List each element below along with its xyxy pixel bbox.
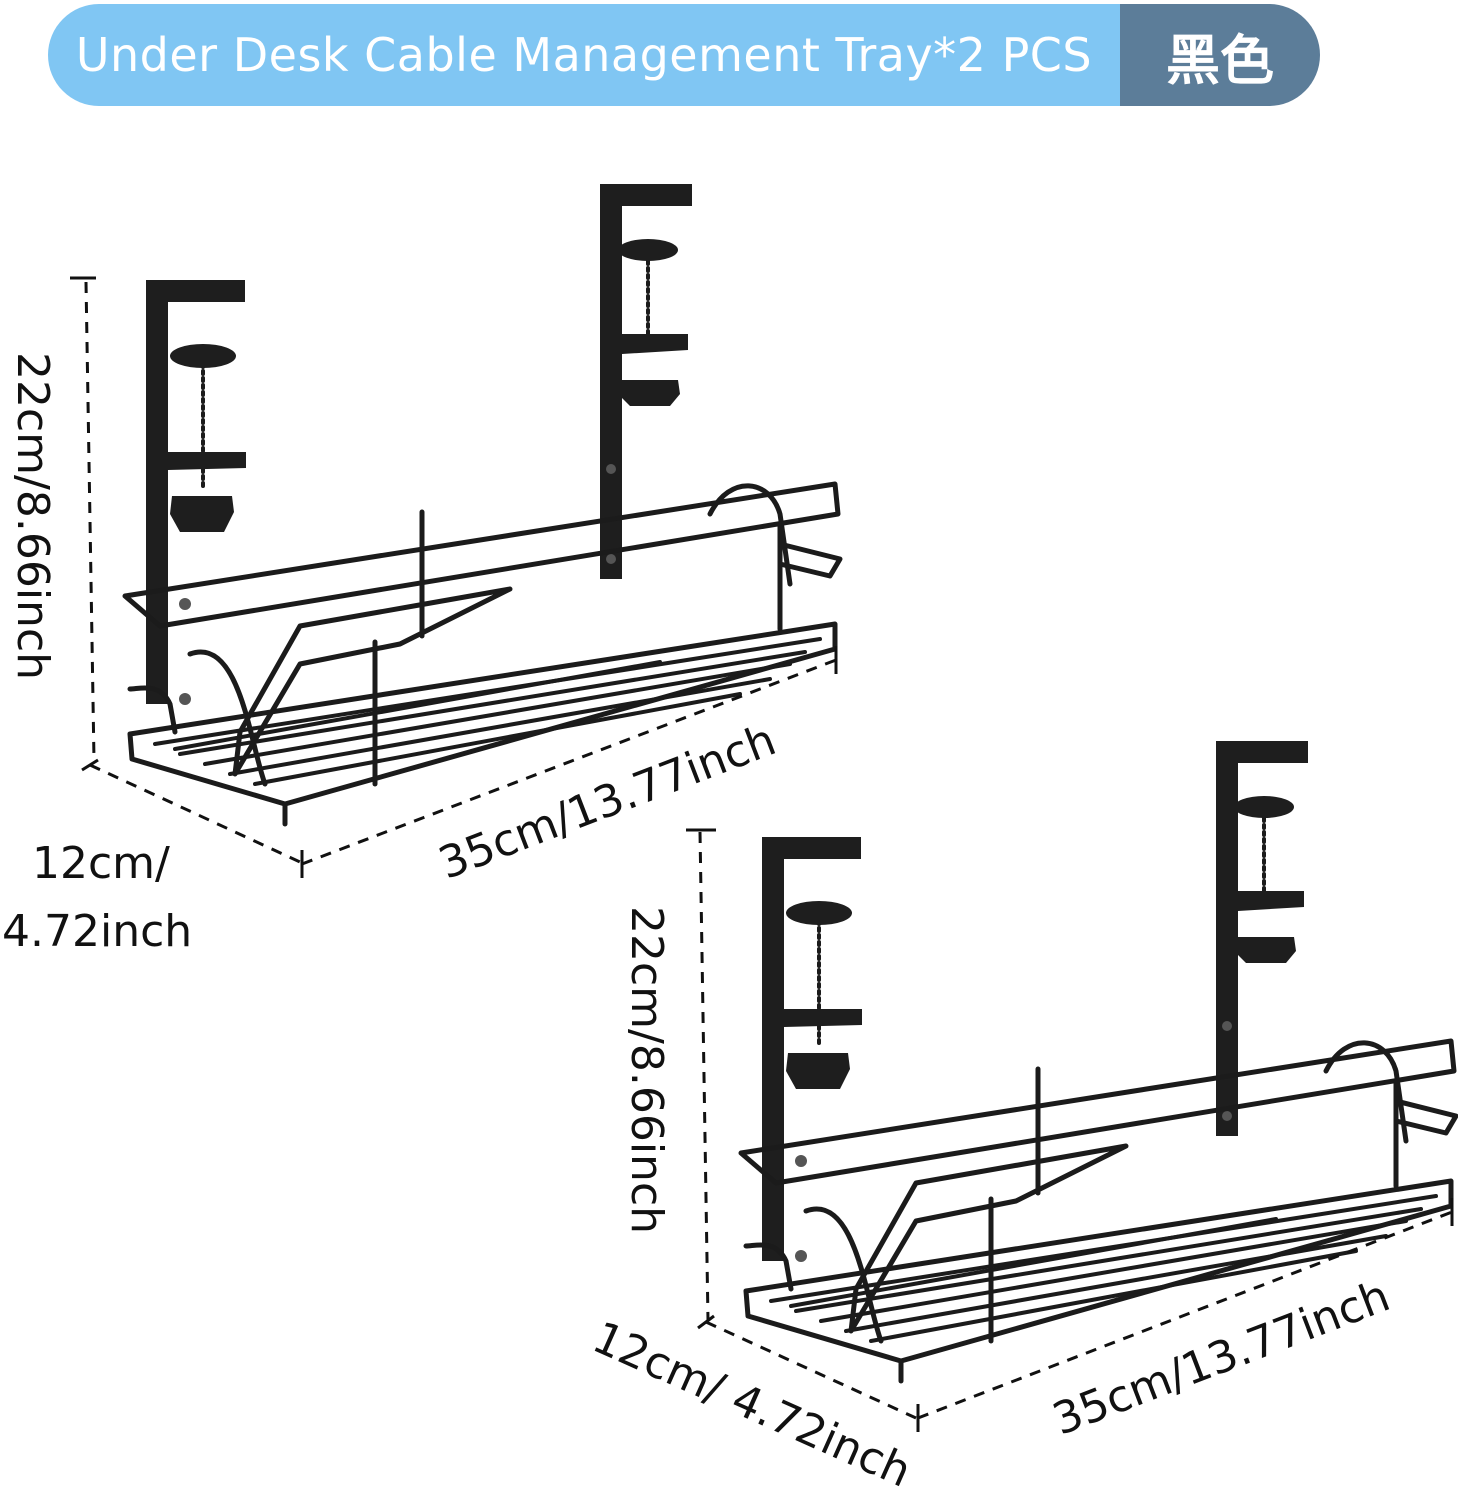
color-variant-label: 黑色 bbox=[1120, 4, 1320, 106]
depth-label-left-line2: 4.72inch bbox=[2, 906, 193, 957]
depth-label-left-line1: 12cm/ bbox=[32, 838, 170, 889]
dimension-lines-left bbox=[70, 276, 838, 878]
product-title: Under Desk Cable Management Tray*2 PCS bbox=[48, 4, 1120, 106]
product-title-banner: Under Desk Cable Management Tray*2 PCS 黑… bbox=[48, 4, 1320, 106]
height-label-left: 22cm/8.66inch bbox=[7, 352, 58, 681]
height-label-right: 22cm/8.66inch bbox=[621, 906, 672, 1235]
dimension-lines-right bbox=[686, 828, 1454, 1432]
